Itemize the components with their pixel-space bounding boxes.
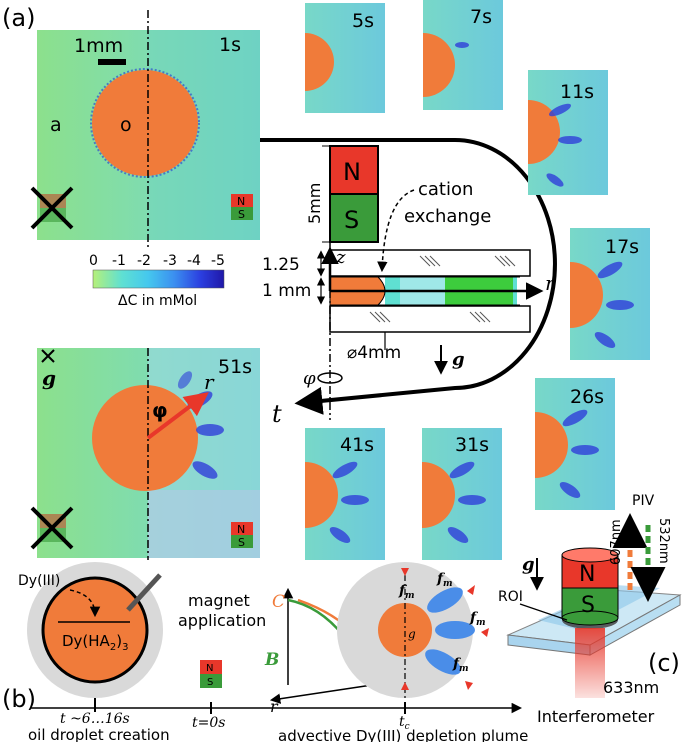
thumbnail-7s: 7s: [423, 0, 503, 110]
time-label-51s: 51s: [218, 356, 252, 378]
colorbar-tick-1: -1: [112, 253, 126, 269]
c-magnet-n: N: [579, 562, 595, 587]
thumb-time-5s: 5s: [352, 10, 374, 32]
axis-r: r: [545, 271, 556, 295]
thumbnail-5s: 5s: [305, 3, 385, 113]
thumb-time-31s: 31s: [455, 434, 489, 456]
dyha-label: Dy(HA2)3: [62, 632, 128, 653]
r-label: r: [204, 370, 215, 394]
b-g-label: g: [408, 627, 416, 641]
b-magnet-n: N: [206, 663, 213, 674]
thumb-time-17s: 17s: [605, 236, 639, 258]
schematic-g: g: [452, 349, 465, 370]
panel-b-label: (b): [2, 685, 36, 713]
plume-label: advective Dy(III) depletion plume: [278, 727, 528, 742]
curve-c-label: C: [272, 592, 285, 612]
dy3-label: Dy(III): [18, 573, 60, 589]
roi-label: ROI: [498, 589, 523, 605]
dim-125: 1.25: [262, 255, 300, 275]
colorbar-label: ΔC in mMol: [118, 293, 197, 309]
scale-bar: [98, 59, 126, 65]
region-a-label: a: [50, 114, 62, 136]
r-arrow: [146, 392, 209, 440]
schematic: N S 5mm z r 1.25 1 mm cation exchan: [262, 145, 556, 420]
nm633-label: 633nm: [603, 678, 659, 697]
thumbnail-17s: 17s: [570, 228, 650, 360]
piv-label: PIV: [632, 493, 655, 509]
schematic-phi: φ: [303, 368, 316, 389]
thumb-time-41s: 41s: [340, 434, 374, 456]
curve-b-label: B: [264, 650, 279, 670]
schematic-magnet-s: S: [344, 206, 359, 234]
mini-magnet-s: S: [238, 208, 245, 221]
thumb-time-26s: 26s: [570, 386, 604, 408]
phi-label: φ: [152, 398, 168, 422]
nm532-label: 532nm: [656, 518, 671, 564]
thumbnail-11s: 11s: [528, 70, 608, 195]
thumbnail-41s: 41s: [305, 428, 385, 560]
t-zero-label: t=0s: [192, 715, 225, 731]
panel-a-label: (a): [2, 4, 35, 32]
curve-r-label: r: [270, 697, 279, 716]
dim-5mm: 5mm: [305, 183, 324, 224]
exchange-label: exchange: [404, 206, 491, 227]
thumbnail-26s: 26s: [535, 378, 615, 510]
region-o-label: o: [120, 114, 132, 136]
mini-magnet-s-2: S: [238, 536, 245, 549]
thumb-time-11s: 11s: [560, 81, 594, 103]
magnet-app-line1: magnet: [188, 591, 250, 610]
scale-bar-label: 1mm: [74, 35, 123, 57]
c-magnet-s: S: [581, 593, 595, 618]
droplet: [92, 70, 198, 176]
fm-1: fm: [398, 583, 415, 601]
panel-c-label: (c): [648, 649, 680, 677]
colorbar-tick-4: -4: [187, 253, 201, 269]
c-g: g: [522, 554, 535, 575]
diameter-label: ⌀4mm: [347, 343, 401, 363]
time-label-1s: 1s: [219, 34, 241, 56]
axis-z: z: [335, 247, 346, 268]
gravity-label: g: [42, 366, 56, 390]
thumbnail-31s: 31s: [422, 428, 502, 560]
mini-magnet-n-2: N: [237, 523, 245, 536]
tc-label: tc: [399, 714, 410, 732]
nm607-label: 607nm: [609, 519, 624, 565]
dim-1mm: 1 mm: [262, 281, 311, 301]
thumb-time-7s: 7s: [470, 6, 492, 28]
fm-4: fm: [452, 656, 469, 674]
time-t-label: t: [272, 400, 282, 428]
schematic-magnet-n: N: [343, 158, 361, 186]
colorbar-tick-5: -5: [211, 253, 225, 269]
mini-magnet-n: N: [237, 195, 245, 208]
panel-c: N S g PIV 607nm 532nm ROI 633nm Interfer…: [498, 493, 682, 726]
colorbar-tick-0: 0: [89, 253, 98, 269]
image-1s: 1mm 1s a o N S: [30, 10, 260, 250]
colorbar: 0 -1 -2 -3 -4 -5 ΔC in mMol: [89, 253, 225, 309]
image-51s: φ r 51s g N S: [30, 348, 260, 560]
b-magnet-s: S: [207, 677, 213, 688]
colorbar-tick-3: -3: [163, 253, 177, 269]
t-start-label: t ~6…16s: [60, 711, 130, 727]
magnet-app-line2: application: [178, 611, 266, 630]
fm-3: fm: [469, 610, 486, 628]
fm-2: fm: [436, 571, 453, 589]
oil-droplet-label: oil droplet creation: [28, 726, 170, 742]
colorbar-tick-2: -2: [137, 253, 151, 269]
interferometer-label: Interferometer: [537, 707, 655, 726]
cation-label: cation: [418, 179, 473, 200]
time-arc: [260, 138, 557, 415]
